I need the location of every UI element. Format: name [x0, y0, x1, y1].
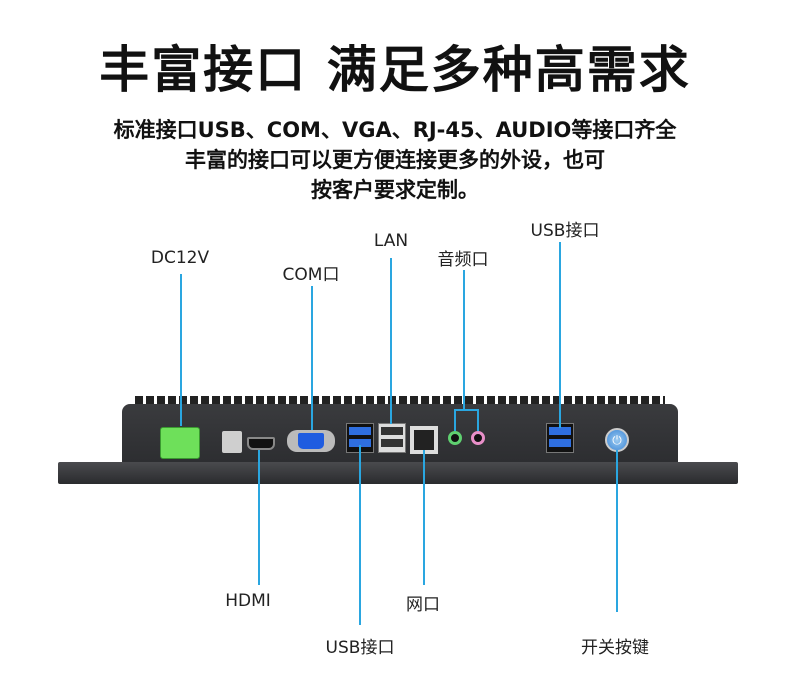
device-bezel: [58, 462, 738, 484]
label-lan: LAN: [373, 231, 409, 251]
label-net: 网口: [406, 595, 440, 615]
page-title: 丰富接口 满足多种高需求: [99, 41, 691, 99]
hdmi-leader-line: [258, 450, 260, 585]
description-line-1: 标准接口USB、COM、VGA、RJ-45、AUDIO等接口齐全: [113, 118, 677, 142]
label-dc12v: DC12V: [150, 248, 210, 268]
description-line-2: 丰富的接口可以更方便连接更多的外设，也可: [185, 148, 605, 172]
power-leader-line: [616, 450, 618, 612]
label-usb-top: USB接口: [530, 221, 600, 241]
lan-leader-line: [390, 258, 392, 424]
vga-port: [287, 430, 335, 452]
audio-bracket: [454, 409, 479, 411]
hdmi-port: [247, 437, 275, 450]
audio-bracket-left: [454, 409, 456, 431]
dc-jack-port: [222, 431, 242, 453]
usb-bottom-leader-line: [359, 445, 361, 625]
audio-leader-line: [463, 270, 465, 410]
label-hdmi: HDMI: [225, 591, 271, 611]
label-usb-bottom: USB接口: [325, 638, 395, 658]
audio-bracket-right: [477, 409, 479, 431]
dc-terminal-port: [160, 427, 200, 459]
label-audio: 音频口: [437, 250, 489, 270]
usb2-port-stack: [378, 423, 406, 453]
label-power: 开关按键: [581, 638, 649, 658]
description-line-3: 按客户要求定制。: [311, 178, 479, 202]
rj45-port: [410, 426, 438, 454]
net-leader-line: [423, 450, 425, 585]
audio-pink-port: [471, 431, 485, 445]
dc-leader-line: [180, 274, 182, 426]
audio-green-port: [448, 431, 462, 445]
power-button: ⏻: [605, 428, 629, 452]
label-com: COM口: [282, 265, 340, 285]
com-leader-line: [311, 286, 313, 430]
usb-top-leader-line: [559, 242, 561, 428]
